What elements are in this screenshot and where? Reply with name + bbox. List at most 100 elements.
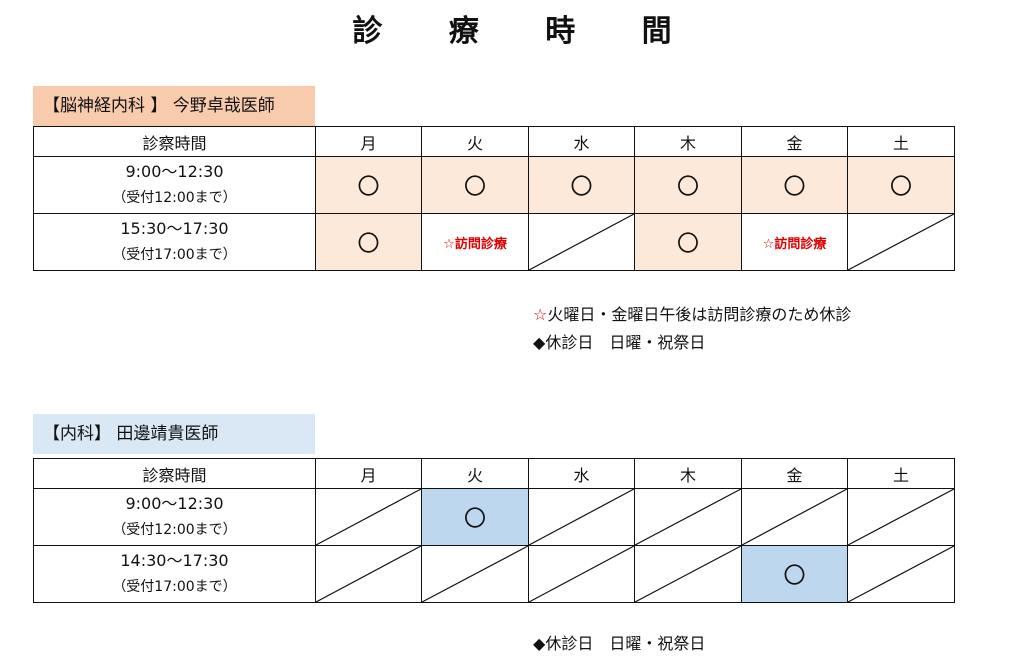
note-line: ☆火曜日・金曜日午後は訪問診療のため休診 [533,301,851,329]
slot-cell: 〇 [847,156,955,214]
time-range: 9:00～12:30 [125,494,224,513]
star-icon: ☆ [533,305,548,324]
header-day-thu: 木 [634,458,742,489]
table-row: 15:30～17:30 （受付17:00まで） 〇 ☆訪問診療 〇 ☆訪問診療 [33,213,955,271]
closed-slash-line [635,489,741,545]
closed-slash-line [316,489,421,545]
header-day-mon: 月 [315,126,422,157]
time-range: 15:30～17:30 [120,219,229,238]
closed-slash [422,546,528,602]
slot-cell [634,545,742,603]
closed-slash-line [635,546,741,602]
slot-cell: 〇 [421,488,529,546]
closed-slash-line [848,489,954,545]
table-row: 9:00～12:30 （受付12:00まで） 〇 [33,488,955,546]
time-cell: 15:30～17:30 （受付17:00まで） [33,213,316,271]
closed-slash-line [316,546,421,602]
slot-cell [741,488,848,546]
schedule-table-neurology: 診察時間 月 火 水 木 金 土 9:00～12:30 （受付12:00まで） … [33,126,955,271]
header-day-tue: 火 [421,458,529,489]
slot-mark: 〇 [676,175,699,200]
table-row: 14:30～17:30 （受付17:00まで） 〇 [33,545,955,603]
slot-cell [528,213,635,271]
slot-mark: 〇 [676,232,699,257]
slot-cell [847,213,955,271]
slot-cell: 〇 [421,156,529,214]
header-day-fri: 金 [741,458,848,489]
header-time-label: 診察時間 [33,126,316,157]
slot-cell: ☆訪問診療 [741,213,848,271]
slot-cell: 〇 [528,156,635,214]
notes-neurology: ☆火曜日・金曜日午後は訪問診療のため休診 ◆休診日 日曜・祝祭日 [533,301,851,357]
note-text: 火曜日・金曜日午後は訪問診療のため休診 [547,305,852,324]
closed-slash [635,546,741,602]
slot-mark: 〇 [570,175,593,200]
header-day-sat: 土 [847,126,955,157]
note-line: ◆休診日 日曜・祝祭日 [533,329,851,357]
slot-mark: 〇 [463,507,486,532]
table-header-row: 診察時間 月 火 水 木 金 土 [33,458,955,489]
note-text: 休診日 日曜・祝祭日 [545,634,706,653]
closed-slash [848,489,954,545]
slot-cell [315,488,422,546]
slot-cell [421,545,529,603]
notes-internal: ◆休診日 日曜・祝祭日 [533,630,705,658]
time-cell: 14:30～17:30 （受付17:00まで） [33,545,316,603]
closed-slash-line [422,546,528,602]
diamond-icon: ◆ [533,333,546,352]
header-time-label: 診察時間 [33,458,316,489]
header-day-sat: 土 [847,458,955,489]
slot-cell [847,488,955,546]
closed-slash [529,546,634,602]
note-line: ◆休診日 日曜・祝祭日 [533,630,705,658]
slot-cell: 〇 [634,156,742,214]
page-title: 診 療 時 間 [352,14,700,49]
closed-slash [848,214,954,270]
closed-slash [529,489,634,545]
slot-mark: ☆訪問診療 [762,236,827,252]
diamond-icon: ◆ [533,634,546,653]
slot-cell: 〇 [741,156,848,214]
reception-time: （受付12:00まで） [112,522,237,538]
time-range: 9:00～12:30 [125,162,224,181]
header-day-wed: 水 [528,458,635,489]
slot-mark: 〇 [889,175,912,200]
slot-cell: 〇 [634,213,742,271]
slot-mark: 〇 [783,564,806,589]
reception-time: （受付17:00まで） [112,247,237,263]
slot-mark: 〇 [783,175,806,200]
slot-cell: 〇 [741,545,848,603]
reception-time: （受付12:00まで） [112,190,237,206]
slot-mark: 〇 [463,175,486,200]
slot-cell [634,488,742,546]
closed-slash [529,214,634,270]
slot-cell: 〇 [315,156,422,214]
section-label-neurology: 【脳神経内科 】 今野卓哉医師 [33,86,315,126]
closed-slash-line [848,546,954,602]
header-day-mon: 月 [315,458,422,489]
table-row: 9:00～12:30 （受付12:00まで） 〇 〇 〇 〇 〇 〇 [33,156,955,214]
table-header-row: 診察時間 月 火 水 木 金 土 [33,126,955,157]
slot-cell [847,545,955,603]
slot-cell: ☆訪問診療 [421,213,529,271]
slot-mark: 〇 [357,175,380,200]
header-day-wed: 水 [528,126,635,157]
closed-slash-line [529,214,634,270]
header-day-tue: 火 [421,126,529,157]
time-cell: 9:00～12:30 （受付12:00まで） [33,488,316,546]
time-cell: 9:00～12:30 （受付12:00まで） [33,156,316,214]
closed-slash-line [848,214,954,270]
closed-slash [635,489,741,545]
slot-mark: ☆訪問診療 [443,236,507,252]
slot-mark: 〇 [357,232,380,257]
schedule-table-internal: 診察時間 月 火 水 木 金 土 9:00～12:30 （受付12:00まで） … [33,458,955,603]
header-day-thu: 木 [634,126,742,157]
note-text: 休診日 日曜・祝祭日 [545,333,706,352]
closed-slash [316,489,421,545]
slot-cell [528,488,635,546]
closed-slash-line [742,489,847,545]
closed-slash [316,546,421,602]
reception-time: （受付17:00まで） [112,579,237,595]
slot-cell [315,545,422,603]
closed-slash-line [529,489,634,545]
